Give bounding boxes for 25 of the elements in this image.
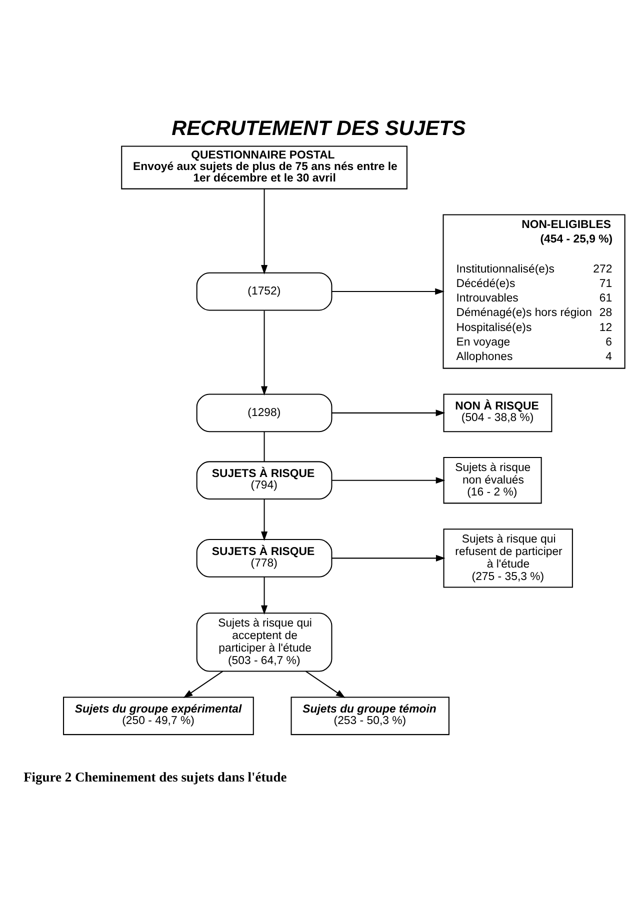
node-box: SUJETS À RISQUE (778) [196,538,332,577]
arrow [332,288,444,294]
node-box: NON À RISQUE (504 - 38,8 %) [443,393,552,432]
node-box: Sujets du groupe témoin (253 - 50,3 %) [290,696,450,735]
node-box: (1752) [196,272,332,310]
arrow [183,670,224,698]
node-box: Sujets à risque qui refusent de participer à l'étude (275 - 35,3 %) [443,528,573,588]
caption: Figure 2 Cheminement des sujets dans l'étude [24,769,287,784]
node-box: NON-ELIGIBLES (454 - 25,9 %) Institutionnalisé(e)s 272 Décédé(e)s 71 Introuvables 61 Déménagé(e)s hors région 28 Hospitalisé(e)s 12 En voyage 6 Allophones 4 [442,214,626,368]
diagram-title: RECRUTEMENT DES SUJETS [172,116,466,140]
node-box: Sujets du groupe expérimental (250 - 49,7 %) [63,696,254,735]
node-box: Sujets à risque qui acceptent de participer à l'étude (503 - 64,7 %) [196,612,332,672]
node-box: SUJETS À RISQUE (794) [196,460,332,500]
arrow [261,310,268,396]
arrow [332,409,446,416]
node-box: QUESTIONNAIRE POSTAL Envoyé aux sujets de plus de 75 ans nés entre le 1er décembre et le 30 avril [121,145,408,189]
arrow [332,554,446,561]
arrow [261,576,268,614]
arrow [261,188,268,274]
connector [264,431,265,461]
arrow [306,670,346,698]
arrow [332,476,446,484]
node-box: Sujets à risque non évalués (16 - 2 %) [443,456,542,504]
node-box: (1298) [196,393,332,432]
arrow [261,498,268,540]
